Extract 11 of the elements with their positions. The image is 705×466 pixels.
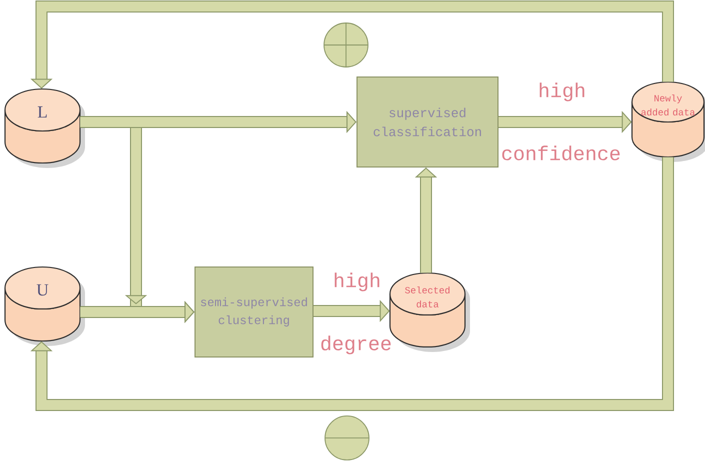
process-box: semi-supervised clustering [194, 266, 314, 358]
arrow-label: confidence [502, 146, 620, 160]
arrow-label: degree [321, 336, 391, 354]
arrow-label: high [540, 82, 584, 102]
database-cylinder: Selected data [389, 272, 470, 352]
arrow-label: high [334, 272, 380, 292]
database-cylinder: U [4, 266, 85, 346]
database-cylinder: L [4, 88, 85, 168]
arrow [30, 157, 674, 411]
process-box: supervised classification [356, 76, 498, 168]
database-cylinder: Newly added data [631, 81, 705, 162]
